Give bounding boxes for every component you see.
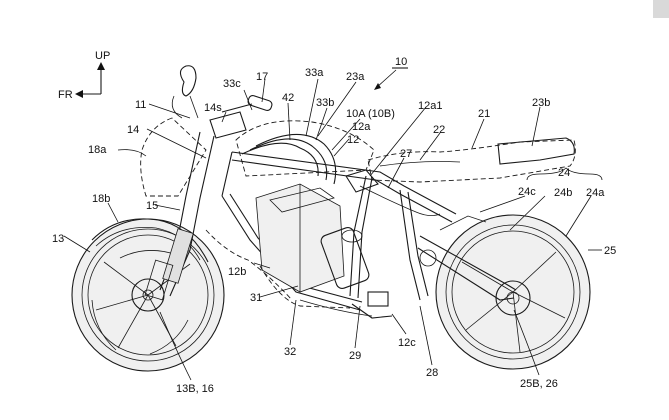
label-11: 11	[135, 99, 146, 111]
fr-arrow-head	[75, 90, 83, 98]
label-25: 25	[604, 245, 616, 257]
label-23b: 23b	[532, 97, 550, 109]
label-24b: 24b	[554, 187, 572, 199]
label-12: 12	[347, 134, 359, 146]
cable-33b	[249, 138, 328, 181]
label-17: 17	[256, 71, 268, 83]
battery-unit	[255, 183, 370, 293]
rear-wheel	[435, 214, 591, 370]
label-22: 22	[433, 124, 445, 136]
junction-12a1	[345, 169, 379, 193]
label-24c: 24c	[518, 186, 536, 198]
front-fork	[144, 131, 215, 301]
tank-cover	[235, 120, 375, 177]
mirror	[179, 65, 197, 97]
leader-lines	[63, 78, 602, 381]
label-10a-10b-visible: 10A (10B)	[346, 108, 395, 120]
front-fairing	[140, 65, 207, 197]
label-14s: 14s	[204, 102, 222, 114]
bottom-bracket	[259, 265, 393, 319]
label-28: 28	[426, 367, 438, 379]
label-27: 27	[400, 148, 412, 160]
label-23a: 23a	[346, 71, 365, 83]
harness	[359, 185, 441, 216]
cable-33c	[255, 133, 337, 185]
ref-arrow-head	[374, 83, 381, 90]
corner-marker	[653, 0, 669, 18]
side-cover	[205, 229, 293, 301]
ref-arrow	[375, 69, 397, 89]
up-label: UP	[95, 50, 110, 62]
label-31: 31	[250, 292, 262, 304]
label-12b: 12b	[228, 266, 246, 278]
fr-label: FR	[58, 89, 73, 101]
label-14: 14	[127, 124, 139, 136]
label-24a: 24a	[586, 187, 605, 199]
label-25b-26: 25B, 26	[520, 378, 558, 390]
label-18a: 18a	[88, 144, 107, 156]
label-32: 32	[284, 346, 296, 358]
front-wheel	[71, 218, 225, 372]
label-12a: 12a	[352, 121, 371, 133]
label-13: 13	[52, 233, 64, 245]
front-fender	[91, 218, 209, 263]
label-15: 15	[146, 200, 158, 212]
label-42: 42	[282, 92, 294, 104]
label-13b-16: 13B, 16	[176, 383, 214, 395]
label-18b: 18b	[92, 193, 110, 205]
label-24: 24	[558, 167, 570, 179]
label-33c: 33c	[223, 78, 241, 90]
seat-and-tail	[367, 137, 576, 183]
orientation-indicator: UP FR	[58, 50, 110, 101]
up-arrow-head	[97, 62, 105, 70]
label-33a: 33a	[305, 67, 324, 79]
label-10: 10	[395, 56, 407, 68]
label-33b: 33b	[316, 97, 334, 109]
swing-arm	[417, 215, 517, 301]
label-21: 21	[478, 108, 490, 120]
label-12a1: 12a1	[418, 100, 442, 112]
label-12c: 12c	[398, 337, 416, 349]
label-29: 29	[349, 350, 361, 362]
reference-labels: 10 11 12 12a 12a1 12b 12c 13 13B, 16 14 …	[52, 56, 616, 395]
handlebar	[209, 95, 273, 139]
cable-33a	[241, 142, 319, 177]
brace-24	[526, 167, 603, 181]
